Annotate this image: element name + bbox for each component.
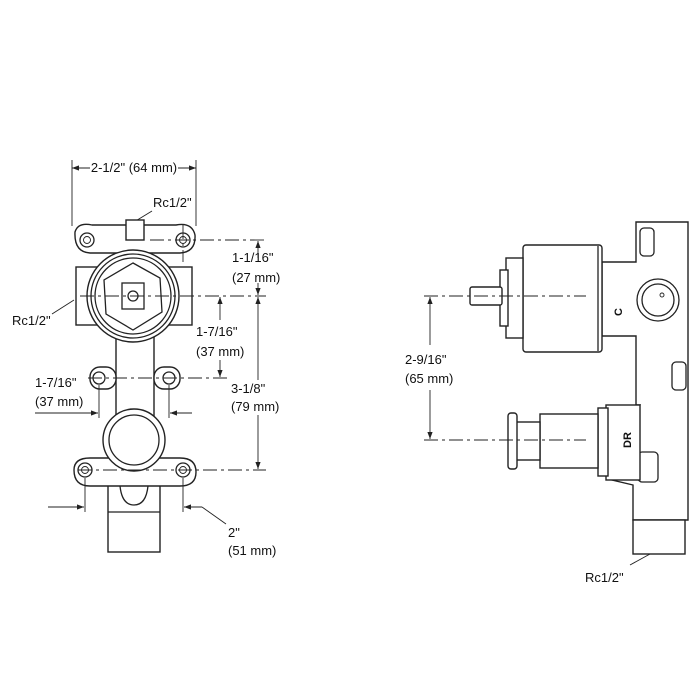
dim-total-inches: 3-1/8" — [231, 381, 266, 396]
dim-top-mm: (27 mm) — [232, 270, 280, 285]
side-view: C DR 2-9/16" (65 mm) Rc1/2" — [405, 221, 689, 585]
side-dim-mm: (65 mm) — [405, 371, 453, 386]
dim-mid-inches: 1-7/16" — [196, 324, 238, 339]
outlet-port-label: Rc1/2" — [585, 570, 624, 585]
dim-total-mm: (79 mm) — [231, 399, 279, 414]
dim-lug-mm: (37 mm) — [35, 394, 83, 409]
cold-mark: C — [613, 308, 625, 316]
dim-top-inches: 1-1/16" — [232, 250, 274, 265]
top-port-label: Rc1/2" — [153, 195, 192, 210]
side-port-label: Rc1/2" — [12, 313, 51, 328]
diverter-mark: DR — [622, 432, 634, 448]
front-view: 2-1/2" (64 mm) Rc1/2" — [12, 160, 280, 558]
width-dimension: 2-1/2" (64 mm) — [91, 160, 177, 175]
dim-mid-mm: (37 mm) — [196, 344, 244, 359]
side-cartridge — [522, 244, 603, 353]
bottom-mounting-bracket — [73, 457, 197, 487]
side-outlet-pipe — [632, 519, 686, 555]
dim-bottom-mm: (51 mm) — [228, 543, 276, 558]
side-dim-inches: 2-9/16" — [405, 352, 447, 367]
dim-bottom-inches: 2" — [228, 525, 240, 540]
dim-lug-inches: 1-7/16" — [35, 375, 77, 390]
outlet-pipe — [107, 475, 161, 553]
